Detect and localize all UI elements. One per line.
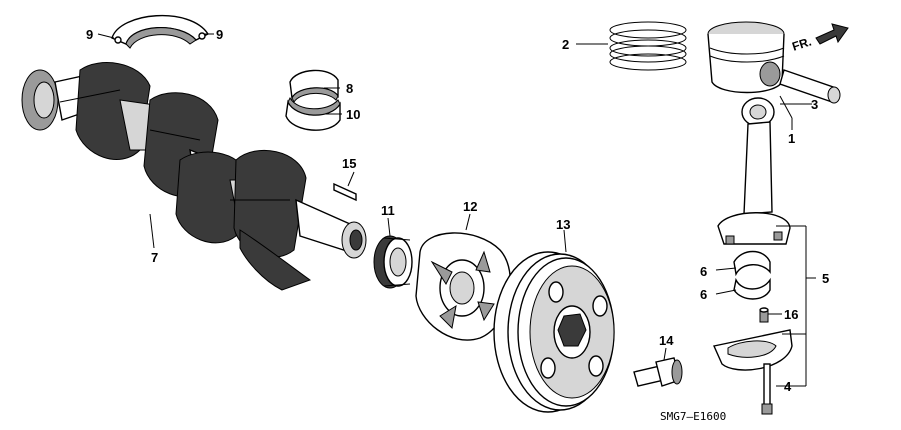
- main-bearing-lower-part: [285, 96, 341, 131]
- piston-pin-part: [779, 69, 841, 104]
- callout-14: 14: [659, 333, 674, 348]
- callout-15: 15: [342, 156, 356, 171]
- thrust-washer-part: [111, 14, 210, 49]
- main-bearing-upper-part: [289, 69, 339, 104]
- callout-9-right: 9: [216, 27, 223, 42]
- callout-1: 1: [788, 131, 795, 146]
- callout-7: 7: [151, 250, 158, 265]
- connecting-rod-cap-part: [713, 329, 793, 371]
- woodruff-key-part: [333, 182, 357, 202]
- callout-6-upper: 6: [700, 264, 707, 279]
- pulley-bolt-part: [633, 357, 683, 387]
- rod-bolt-part: [761, 363, 773, 415]
- front-direction-arrow: [815, 23, 849, 45]
- crankshaft-pulley-part: [493, 251, 615, 413]
- callout-5: 5: [822, 271, 829, 286]
- front-direction-label: FR.: [790, 34, 813, 53]
- callout-9-left: 9: [86, 27, 93, 42]
- crank-pulse-plate-part: [415, 232, 512, 341]
- callout-12: 12: [463, 199, 477, 214]
- rod-bearing-upper-part: [733, 250, 771, 277]
- callout-16: 16: [784, 307, 798, 322]
- callout-2: 2: [562, 37, 569, 52]
- rod-bearing-lower-part: [733, 277, 771, 300]
- connecting-rod-part: [717, 97, 791, 245]
- diagram-code: SMG7—E1600: [660, 410, 726, 423]
- piston-part: [707, 21, 785, 94]
- dowel-pin-part: [759, 307, 769, 323]
- callout-6-lower: 6: [700, 287, 707, 302]
- crankshaft-part: [21, 62, 367, 291]
- callout-11: 11: [381, 203, 395, 218]
- leader-lines: [97, 33, 816, 387]
- callout-10: 10: [346, 107, 360, 122]
- callout-4: 4: [784, 379, 792, 394]
- callout-3: 3: [811, 97, 818, 112]
- callout-8: 8: [346, 81, 353, 96]
- timing-sprocket-part: [373, 235, 413, 289]
- callout-13: 13: [556, 217, 570, 232]
- piston-ring-set-part: [609, 21, 687, 71]
